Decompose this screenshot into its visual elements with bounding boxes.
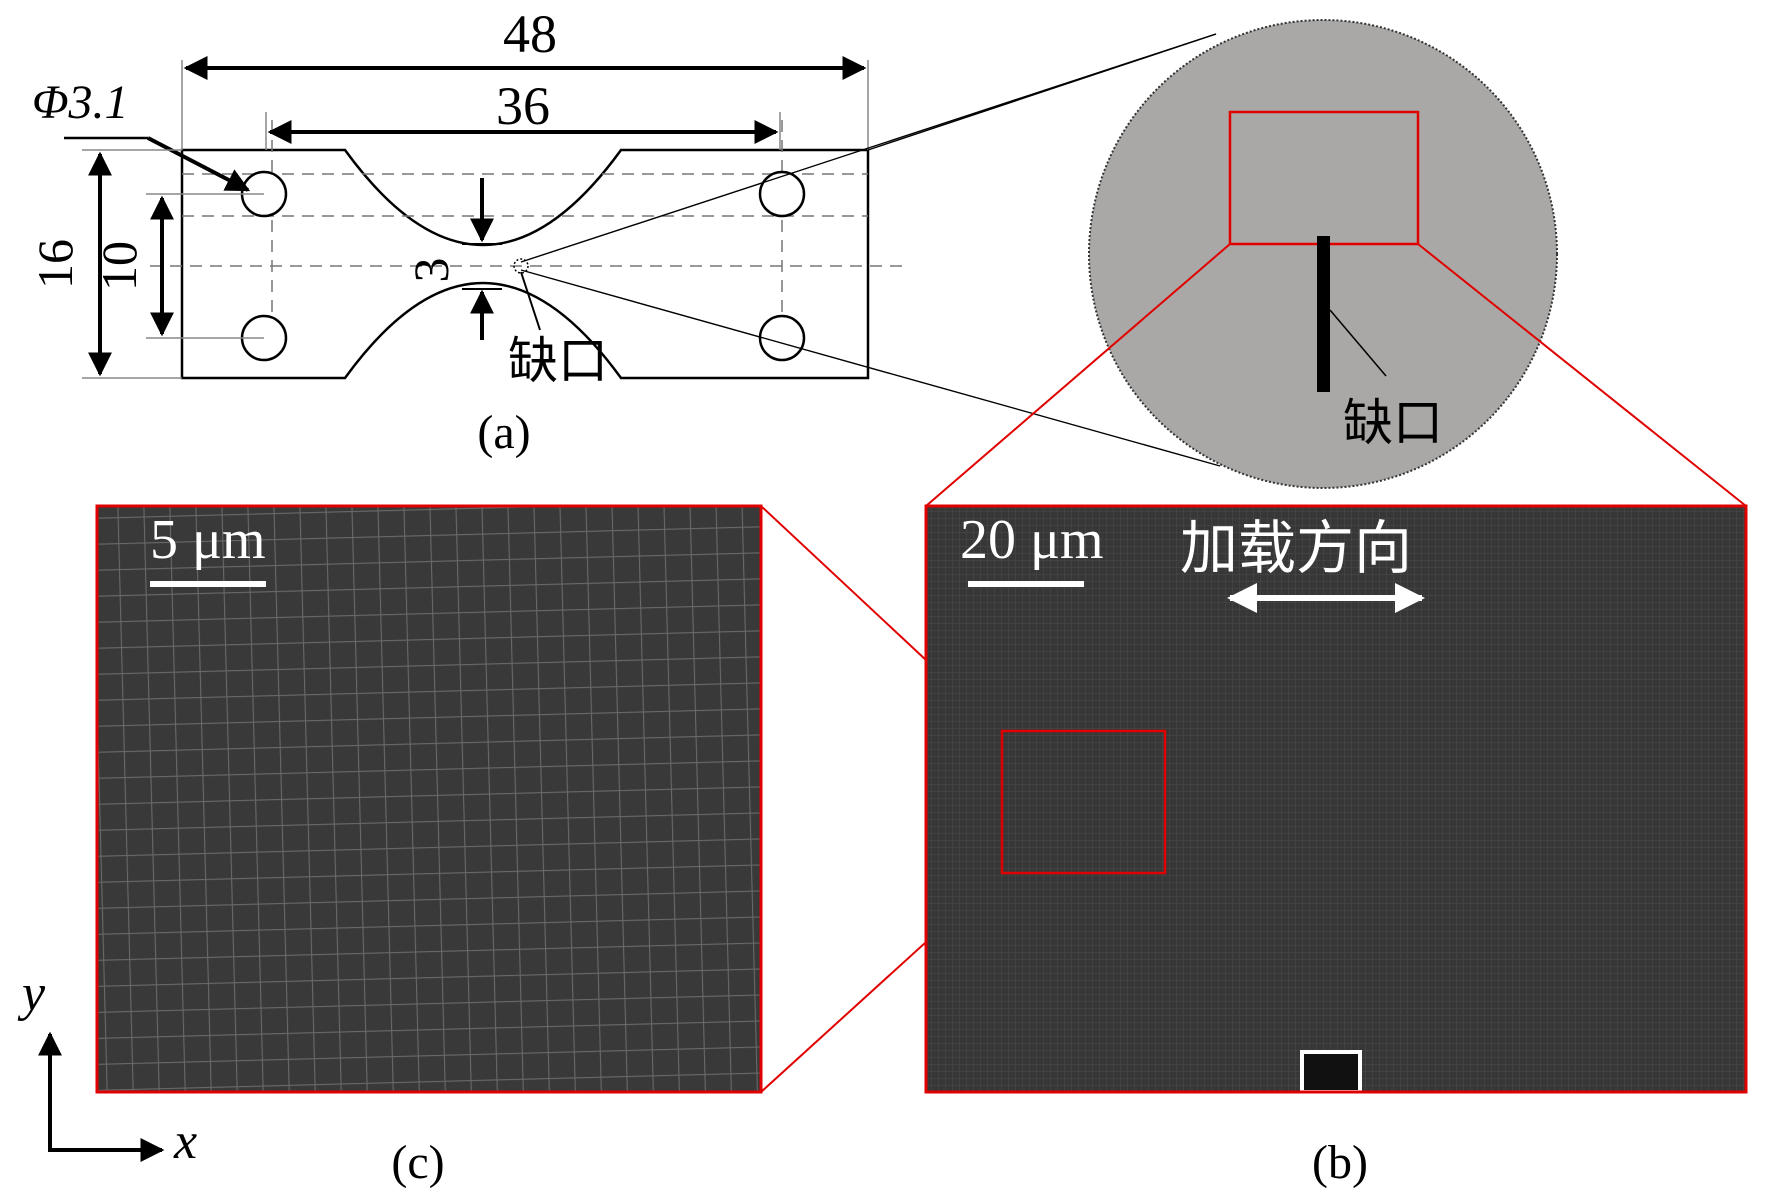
inset-circle: 缺口 bbox=[1088, 19, 1558, 489]
scale-label-c: 5 μm bbox=[150, 509, 266, 571]
caption-a: (a) bbox=[477, 406, 530, 459]
coordinate-axes: y x bbox=[17, 965, 197, 1170]
dim-36-label: 36 bbox=[496, 76, 550, 136]
panel-b-sem: 20 μm 加载方向 (b) bbox=[924, 504, 1748, 1189]
scale-bar-c bbox=[150, 581, 266, 587]
notch-leader-circle bbox=[1329, 309, 1387, 377]
notch-leader bbox=[520, 271, 541, 331]
y-axis-label: y bbox=[17, 965, 46, 1022]
panel-b-frame bbox=[924, 504, 1748, 1094]
notch-marker bbox=[513, 258, 529, 274]
scale-bar-b bbox=[968, 581, 1084, 587]
dim-48-label: 48 bbox=[503, 4, 557, 64]
panel-c-image bbox=[97, 506, 761, 1092]
notch-slot bbox=[1317, 236, 1330, 392]
specimen-outline bbox=[180, 148, 870, 380]
notch-sem bbox=[1300, 1050, 1362, 1094]
panel-c-frame bbox=[95, 504, 763, 1094]
scale-label-b: 20 μm bbox=[960, 509, 1104, 571]
notch-label-a: 缺口 bbox=[508, 332, 608, 390]
caption-b: (b) bbox=[1312, 1136, 1368, 1189]
zoom-lines-circle-to-b bbox=[925, 243, 1747, 507]
loading-direction-label: 加载方向 bbox=[1180, 514, 1412, 582]
dim-hole-label: Φ3.1 bbox=[32, 76, 129, 129]
hole-bottom-right bbox=[758, 314, 806, 362]
notch-label-circle: 缺口 bbox=[1343, 394, 1443, 452]
x-axis-label: x bbox=[173, 1113, 197, 1170]
dim-3-label: 3 bbox=[403, 258, 459, 283]
dim-16-label: 16 bbox=[27, 239, 83, 289]
caption-c: (c) bbox=[391, 1136, 444, 1189]
region-c-box bbox=[1000, 729, 1167, 875]
hole-top-right bbox=[758, 170, 806, 218]
dim-10-label: 10 bbox=[91, 241, 147, 291]
zoom-lines-a-to-circle bbox=[520, 33, 1221, 467]
panel-c-sem: 5 μm (c) bbox=[95, 504, 763, 1189]
panel-a-specimen-drawing: 48 36 Φ3.1 16 10 3 缺口 (a) bbox=[27, 4, 905, 459]
